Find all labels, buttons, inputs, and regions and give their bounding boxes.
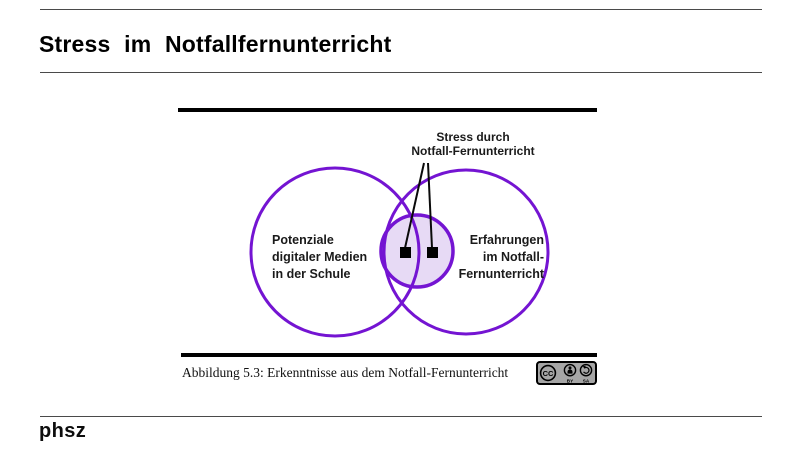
cc-by-sa-badge: CC BY SA <box>536 361 597 385</box>
right-label-line-1: Erfahrungen <box>469 233 544 247</box>
left-circle <box>249 166 421 338</box>
cc-icon: CC <box>539 364 557 382</box>
divider-under-title <box>40 72 762 73</box>
divider-bottom <box>40 416 762 417</box>
right-label-line-2: im Notfall- <box>482 250 544 264</box>
left-label-line-3: in der Schule <box>272 267 351 281</box>
connector-line-left <box>404 162 425 249</box>
left-circle-label: Potenziale digitaler Medien in der Schul… <box>272 232 382 283</box>
right-label-line-3: Fernunterricht <box>458 267 544 281</box>
svg-text:SA: SA <box>583 379 590 384</box>
left-label-line-1: Potenziale <box>272 233 334 247</box>
svg-text:BY: BY <box>567 379 573 384</box>
phsz-logo: phsz <box>39 420 87 442</box>
right-circle-label: Erfahrungen im Notfall- Fernunterricht <box>424 232 544 283</box>
connector-line-right <box>427 162 433 249</box>
annotation-line-2: Notfall-Fernunterricht <box>411 144 535 158</box>
figure-top-rule <box>178 108 597 112</box>
marker-square-right <box>427 247 438 258</box>
annotation-line-1: Stress durch <box>436 130 510 144</box>
page-title: Stress im Notfallfernunterricht <box>39 31 392 58</box>
venn-diagram <box>249 162 550 338</box>
annotation-label: Stress durch Notfall-Fernunterricht <box>392 130 554 158</box>
left-label-line-2: digitaler Medien <box>272 250 368 264</box>
svg-text:CC: CC <box>543 369 554 378</box>
divider-top <box>40 9 762 10</box>
intersection-circle <box>379 213 455 289</box>
right-circle <box>382 168 550 336</box>
cc-sa-icon: SA <box>579 363 593 384</box>
marker-square-left <box>400 247 411 258</box>
cc-by-icon: BY <box>563 363 577 384</box>
figure-bottom-rule <box>181 353 597 357</box>
figure-caption: Abbildung 5.3: Erkenntnisse aus dem Notf… <box>182 365 509 380</box>
